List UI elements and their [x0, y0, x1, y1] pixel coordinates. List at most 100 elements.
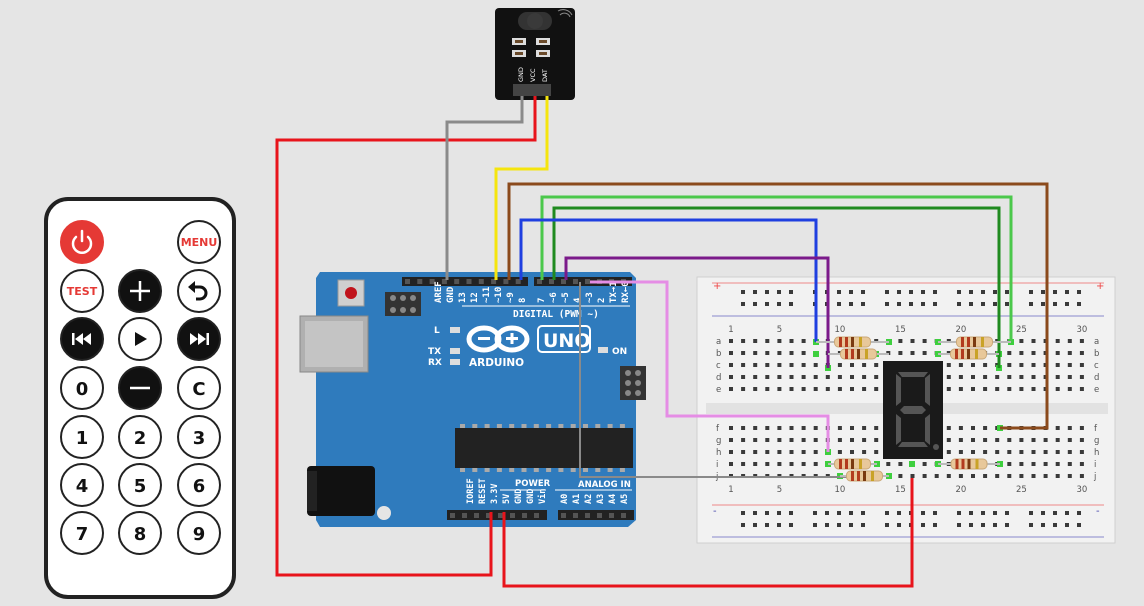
row-letter: g: [716, 436, 721, 446]
remote-button-play[interactable]: [118, 317, 162, 361]
digital-pin-label: 12: [470, 292, 480, 303]
remote-button-two[interactable]: 2: [118, 415, 162, 459]
column-number: 25: [1016, 325, 1027, 335]
wire-red-5v-bb: [502, 478, 914, 588]
column-number: 15: [895, 485, 906, 495]
power-pin-label: IOREF: [466, 478, 476, 504]
remote-button-zero[interactable]: 0: [60, 366, 104, 410]
remote-button-four[interactable]: 4: [60, 463, 104, 507]
remote-button-three[interactable]: 3: [177, 415, 221, 459]
column-number: 10: [834, 325, 845, 335]
column-number: 5: [777, 325, 782, 335]
plus-icon: [130, 281, 150, 301]
remote-button-plus[interactable]: [118, 269, 162, 313]
remote-button-label: 9: [193, 524, 206, 545]
row-letter: d: [716, 373, 721, 383]
digital-pin-label: GND: [446, 286, 456, 303]
remote-button-prev[interactable]: [60, 317, 104, 361]
remote-button-c[interactable]: C: [177, 366, 221, 410]
l-led-label: L: [434, 326, 440, 336]
analog-header: [558, 510, 634, 520]
row-letter: a: [716, 337, 721, 347]
resistor[interactable]: [938, 336, 1011, 348]
ir-pin-label: DAT: [541, 69, 549, 82]
remote-button-one[interactable]: 1: [60, 415, 104, 459]
wire-darkgreen-pin6: [552, 206, 1001, 368]
resistor[interactable]: [816, 336, 889, 348]
wire-lightgreen-pin7: [540, 195, 1013, 342]
row-letter: f: [1094, 424, 1098, 434]
resistor[interactable]: [938, 458, 1000, 470]
row-letter: h: [1094, 448, 1099, 458]
remote-button-seven[interactable]: 7: [60, 511, 104, 555]
resistor[interactable]: [840, 470, 889, 482]
wires[interactable]: [275, 96, 1049, 588]
remote-button-five[interactable]: 5: [118, 463, 162, 507]
wire-purple-pin5: [564, 256, 830, 368]
back-arrow-icon: [188, 281, 208, 301]
wire-gray-gnd-bb: [579, 282, 877, 478]
row-letter: g: [1094, 436, 1099, 446]
play-icon: [135, 332, 147, 346]
remote-button-back[interactable]: [177, 269, 221, 313]
row-letter: f: [716, 424, 720, 434]
on-led-label: ON: [612, 347, 627, 357]
remote-button-nine[interactable]: 9: [177, 511, 221, 555]
remote-button-label: 3: [193, 428, 206, 449]
remote-button-eight[interactable]: 8: [118, 511, 162, 555]
remote-button-label: MENU: [181, 236, 218, 249]
remote-button-test[interactable]: TEST: [60, 269, 104, 313]
resistors[interactable]: [816, 336, 1011, 482]
remote-button-menu[interactable]: MENU: [177, 220, 221, 264]
row-letter: h: [716, 448, 721, 458]
row-letter: e: [1094, 385, 1099, 395]
remote-button-minus[interactable]: [118, 366, 162, 410]
remote-button-next[interactable]: [177, 317, 221, 361]
remote-button-label: 2: [134, 428, 147, 449]
column-number: 10: [834, 485, 845, 495]
digital-pin-label: AREF: [434, 281, 444, 303]
digital-pin-label: 2: [597, 298, 607, 303]
remote-button-label: C: [192, 379, 205, 400]
remote-button-label: 5: [134, 476, 147, 497]
column-number: 1: [728, 325, 733, 335]
power-pin-label: GND: [526, 489, 536, 504]
digital-pin-label: RX←0: [621, 281, 631, 303]
power-pin-label: A4: [608, 494, 618, 504]
digital-pin-label: 13: [458, 292, 468, 303]
row-letter: b: [1094, 349, 1099, 359]
row-letter: j: [1093, 472, 1096, 482]
ir-pin-label: GND: [517, 67, 525, 82]
remote-button-six[interactable]: 6: [177, 463, 221, 507]
digital-pin-label: 4: [573, 297, 583, 303]
digital-header-right: [534, 277, 632, 286]
power-icon: [71, 229, 93, 254]
rail-plus-sign: +: [713, 281, 721, 292]
resistor[interactable]: [938, 348, 999, 360]
resistor[interactable]: [828, 348, 889, 360]
power-pin-label: 5V: [502, 494, 512, 504]
resistor[interactable]: [828, 458, 877, 470]
digital-pin-label: TX→1: [609, 281, 619, 303]
column-number: 30: [1076, 325, 1087, 335]
atmega-chip: [455, 428, 633, 468]
digital-header-left: [402, 277, 528, 286]
column-number: 15: [895, 325, 906, 335]
remote-button-label: 8: [134, 524, 147, 545]
row-letter: i: [1094, 460, 1096, 470]
seven-segment-display[interactable]: [883, 361, 943, 459]
digital-pin-label: ~3: [585, 292, 595, 303]
digital-pin-label: 7: [537, 298, 547, 303]
wire-yellow-data-ir: [494, 96, 549, 280]
remote-button-power[interactable]: [60, 220, 104, 264]
row-letter: d: [1094, 373, 1099, 383]
wire-brown-pin9: [507, 182, 1049, 430]
remote-button-group: MENU TEST 0 C 1 2 3 4 5 6 7 8 9: [60, 220, 221, 555]
skip-back-icon: [72, 333, 91, 345]
